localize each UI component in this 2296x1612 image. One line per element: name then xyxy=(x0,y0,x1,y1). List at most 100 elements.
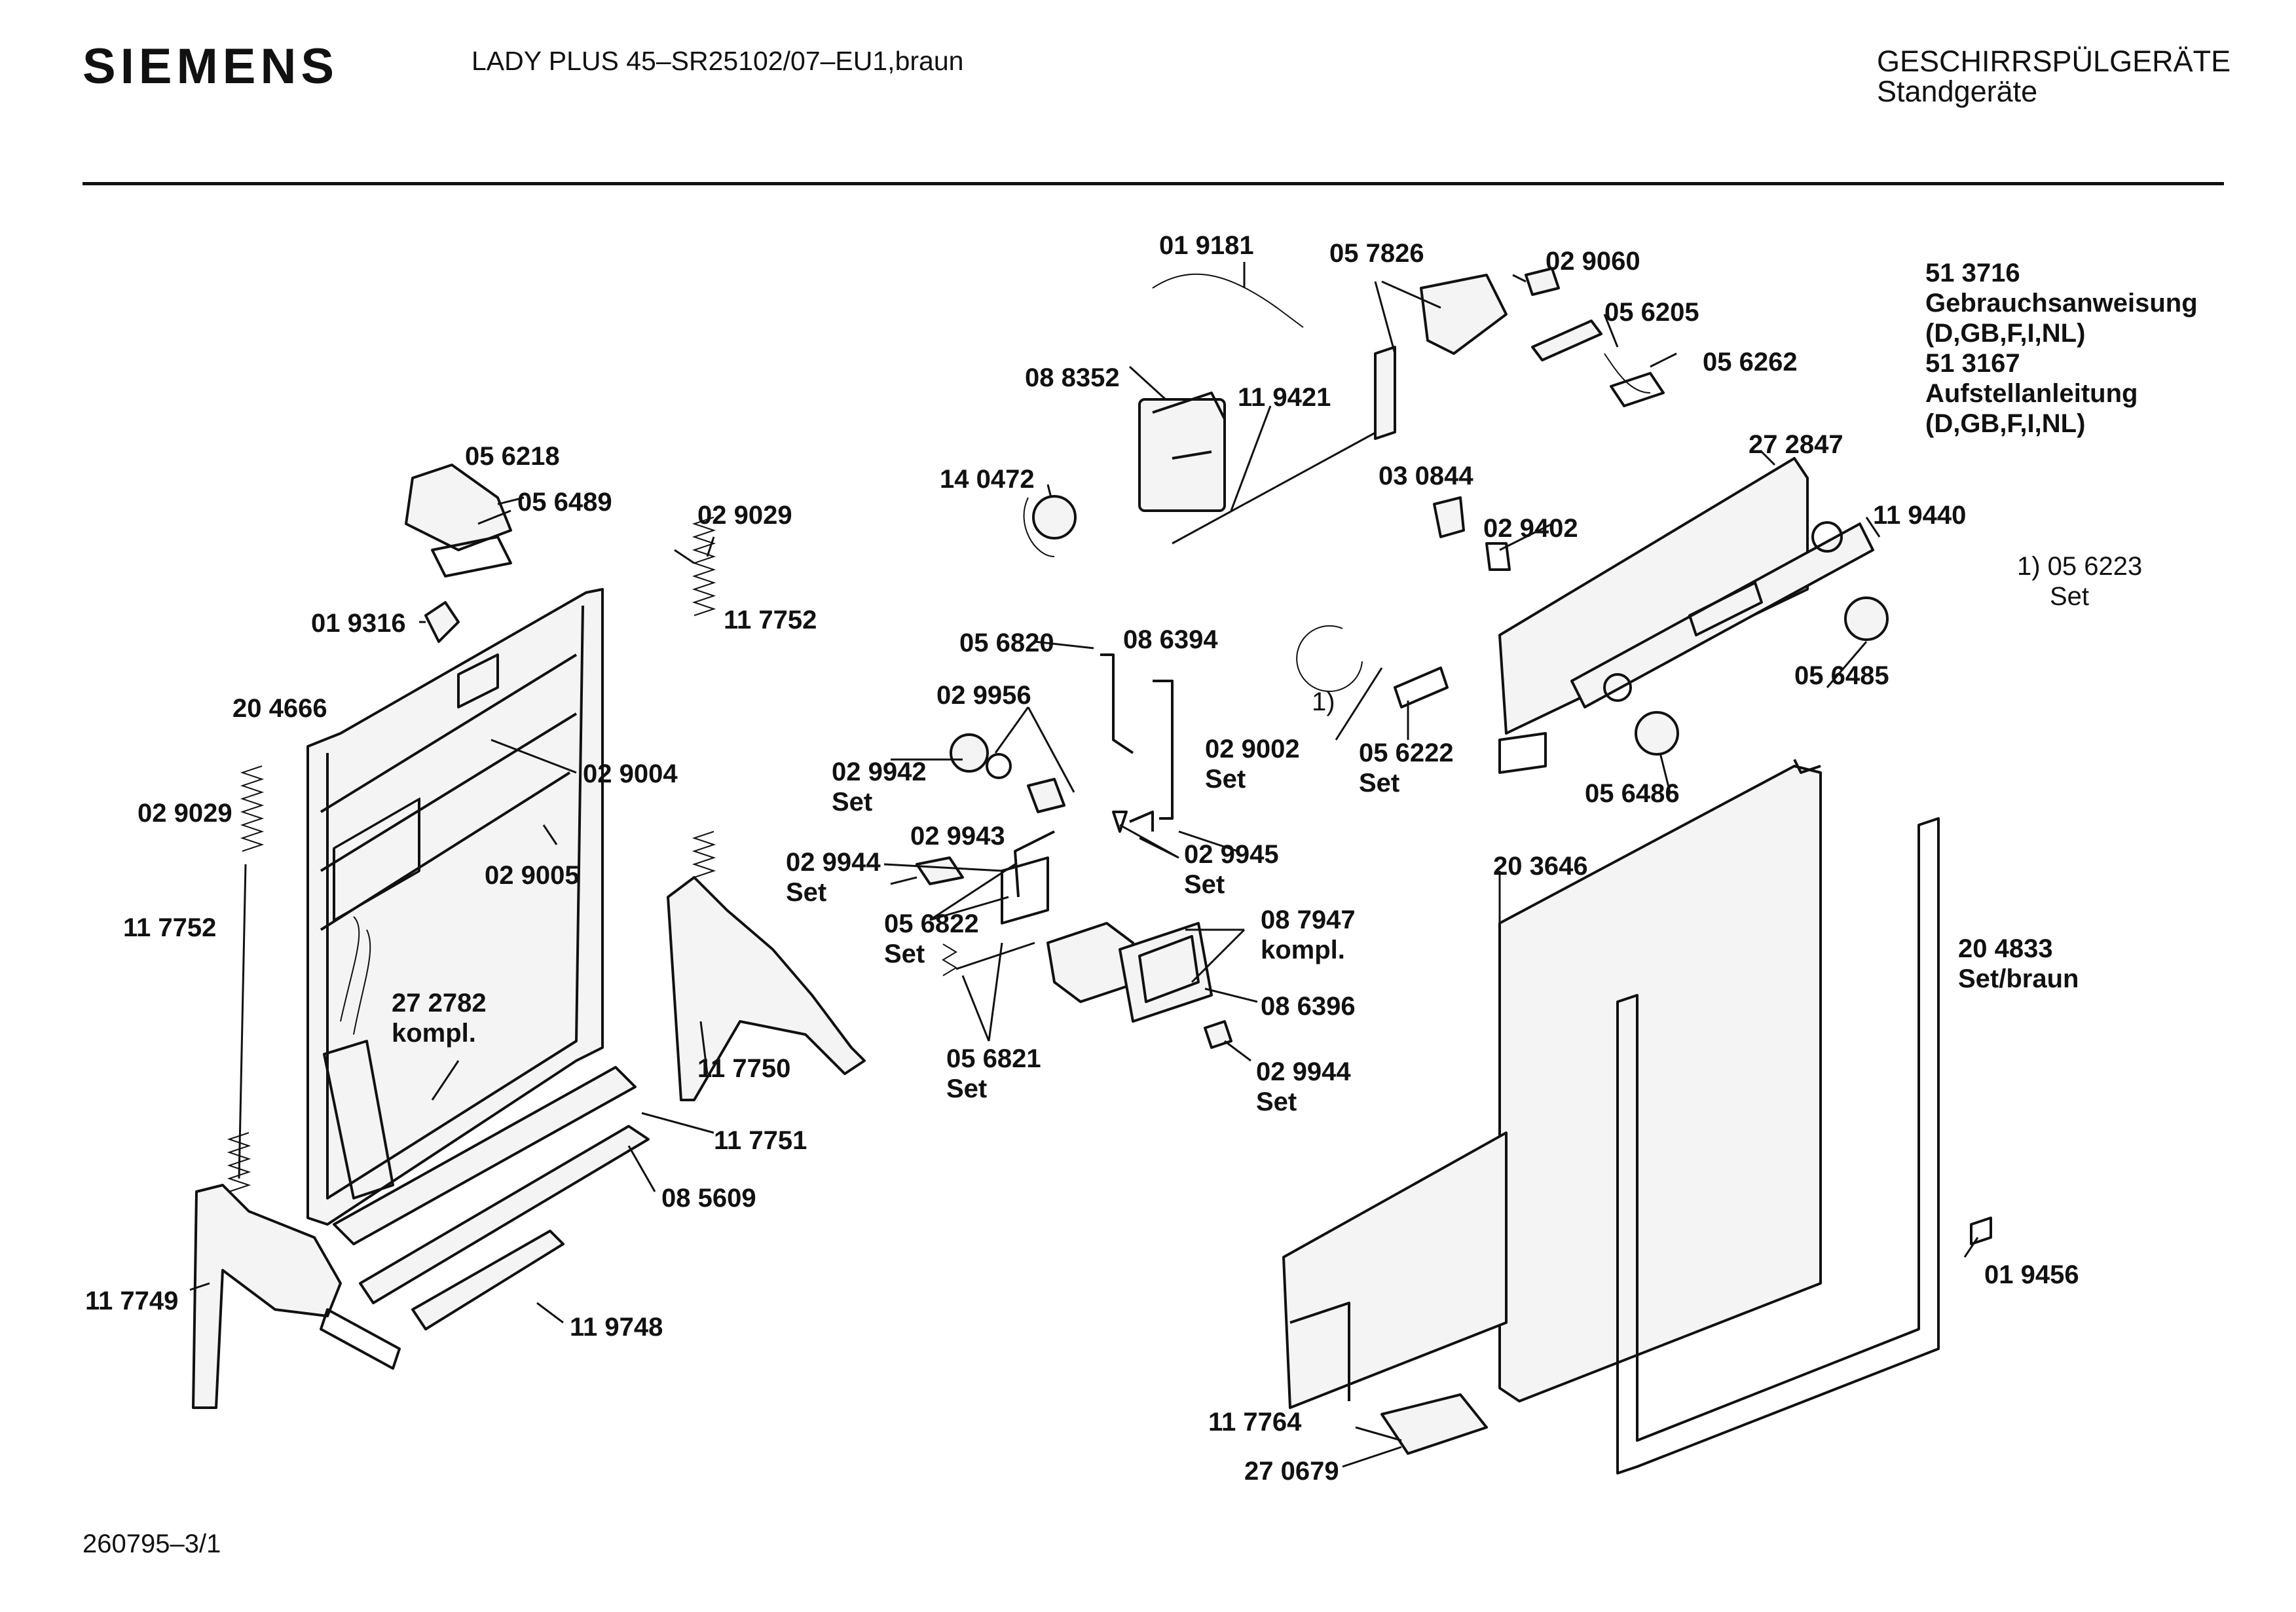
part-label-p-056486: 05 6486 xyxy=(1585,779,1680,808)
part-label-line: 11 7749 xyxy=(85,1287,178,1315)
part-label-line: 02 9002 xyxy=(1205,735,1300,763)
part-label-line: 05 7826 xyxy=(1329,239,1424,268)
control-unit-parts xyxy=(1023,267,1665,708)
part-label-p-029029-left: 02 9029 xyxy=(138,799,232,828)
part-label-line: 05 6822 xyxy=(884,909,979,938)
part-label-p-056489: 05 6489 xyxy=(517,488,612,517)
part-label-line: 1) 05 6223 xyxy=(2017,552,2142,581)
door-inner-panel xyxy=(306,588,604,1226)
part-label-line: 05 6821 xyxy=(946,1044,1041,1073)
part-label-p-117764: 11 7764 xyxy=(1208,1408,1302,1437)
part-label-line: 02 9402 xyxy=(1483,514,1578,543)
part-label-line: Set/braun xyxy=(1958,964,2079,993)
part-label-line: 02 9945 xyxy=(1184,840,1279,869)
part-label-line: 20 4833 xyxy=(1958,934,2053,963)
part-label-line: 27 2782 xyxy=(392,989,487,1017)
part-label-line: 03 0844 xyxy=(1379,462,1473,490)
part-label-p-019181: 01 9181 xyxy=(1159,231,1254,260)
part-label-p-086396: 08 6396 xyxy=(1261,992,1356,1021)
part-label-p-117750: 11 7750 xyxy=(697,1054,790,1083)
part-label-p-029060: 02 9060 xyxy=(1546,247,1640,276)
part-label-line: 05 6222 xyxy=(1359,739,1454,767)
part-label-p-029956: 02 9956 xyxy=(936,681,1031,710)
door-hinge-right xyxy=(667,517,866,1101)
part-label-line: Set xyxy=(884,940,925,968)
part-label-line: Set xyxy=(1184,870,1225,899)
document-id: 260795–3/1 xyxy=(83,1530,221,1558)
part-label-line: 51 3716 xyxy=(1925,259,2020,287)
part-label-line: 08 6396 xyxy=(1261,992,1356,1021)
part-label-p-056262: 05 6262 xyxy=(1703,348,1798,376)
part-label-line: 02 9060 xyxy=(1546,247,1640,276)
appliance-category: GESCHIRRSPÜLGERÄTE xyxy=(1877,45,2231,78)
leader-lines xyxy=(189,262,1979,1468)
part-label-line: Set xyxy=(946,1074,987,1103)
part-label-line: Set xyxy=(786,878,826,907)
part-label-line: 11 7750 xyxy=(697,1054,790,1083)
part-label-line: Set xyxy=(1205,765,1246,794)
part-label-line: 02 9956 xyxy=(936,681,1031,710)
part-label-line: 20 3646 xyxy=(1493,852,1588,881)
part-label-line: 51 3167 xyxy=(1925,349,2020,378)
part-label-p-204666: 20 4666 xyxy=(232,694,327,723)
part-label-line: 05 6205 xyxy=(1604,298,1699,327)
part-label-line: Gebrauchsanweisung xyxy=(1925,289,2198,318)
part-label-line: 20 4666 xyxy=(232,694,327,723)
part-label-line: 02 9943 xyxy=(910,822,1005,851)
part-label-line: 05 6820 xyxy=(959,629,1054,657)
part-label-p-056205: 05 6205 xyxy=(1604,298,1699,327)
part-label-line: kompl. xyxy=(392,1019,476,1048)
part-label-line: 08 5609 xyxy=(661,1184,756,1213)
part-label-p-056218: 05 6218 xyxy=(465,442,560,471)
part-label-line: 1) xyxy=(1312,687,1335,716)
part-label-line: (D,GB,F,I,NL) xyxy=(1925,409,2085,438)
part-label-line: 08 6394 xyxy=(1123,625,1218,654)
part-label-line: 02 9942 xyxy=(832,758,927,786)
part-label-p-119748: 11 9748 xyxy=(570,1313,663,1342)
part-label-line: 05 6485 xyxy=(1794,661,1889,690)
part-label-line: 02 9944 xyxy=(786,848,881,877)
part-label-p-057826: 05 7826 xyxy=(1329,239,1424,268)
door-lock-assembly xyxy=(916,653,1232,1049)
door-hinge-left xyxy=(192,765,401,1409)
part-label-line: 08 8352 xyxy=(1025,363,1120,392)
appliance-subcategory: Standgeräte xyxy=(1877,75,2038,108)
part-label-p-086394: 08 6394 xyxy=(1123,625,1218,654)
part-label-line: Set xyxy=(2050,582,2089,611)
part-label-p-117752-left: 11 7752 xyxy=(123,913,216,942)
part-label-line: 27 2847 xyxy=(1749,430,1843,459)
screw xyxy=(1970,1217,1992,1245)
door-bottom-trims xyxy=(333,1066,650,1330)
part-label-line: (D,GB,F,I,NL) xyxy=(1925,319,2085,348)
part-label-line: 05 6489 xyxy=(517,488,612,517)
part-label-p-140472: 14 0472 xyxy=(940,465,1035,494)
part-label-p-085609: 08 5609 xyxy=(661,1184,756,1213)
part-label-line: 01 9456 xyxy=(1984,1260,2079,1289)
part-label-line: 11 7751 xyxy=(714,1126,807,1155)
part-label-line: 11 9440 xyxy=(1873,501,1966,530)
part-label-line: 08 7947 xyxy=(1261,906,1356,934)
part-label-p-117752-top: 11 7752 xyxy=(724,606,817,634)
control-panel-fascia xyxy=(1498,457,1889,774)
part-label-line: 14 0472 xyxy=(940,465,1035,494)
part-label-line: 01 9181 xyxy=(1159,231,1254,260)
part-label-p-030844: 03 0844 xyxy=(1379,462,1473,490)
part-label-p-056485: 05 6485 xyxy=(1794,661,1889,690)
part-label-line: 11 7752 xyxy=(123,913,216,942)
part-label-p-117749: 11 7749 xyxy=(85,1287,178,1315)
part-label-p-056820: 05 6820 xyxy=(959,629,1054,657)
part-label-p-117751: 11 7751 xyxy=(714,1126,807,1155)
part-label-p-088352: 08 8352 xyxy=(1025,363,1120,392)
part-label-footnote-marker: 1) xyxy=(1312,687,1335,716)
